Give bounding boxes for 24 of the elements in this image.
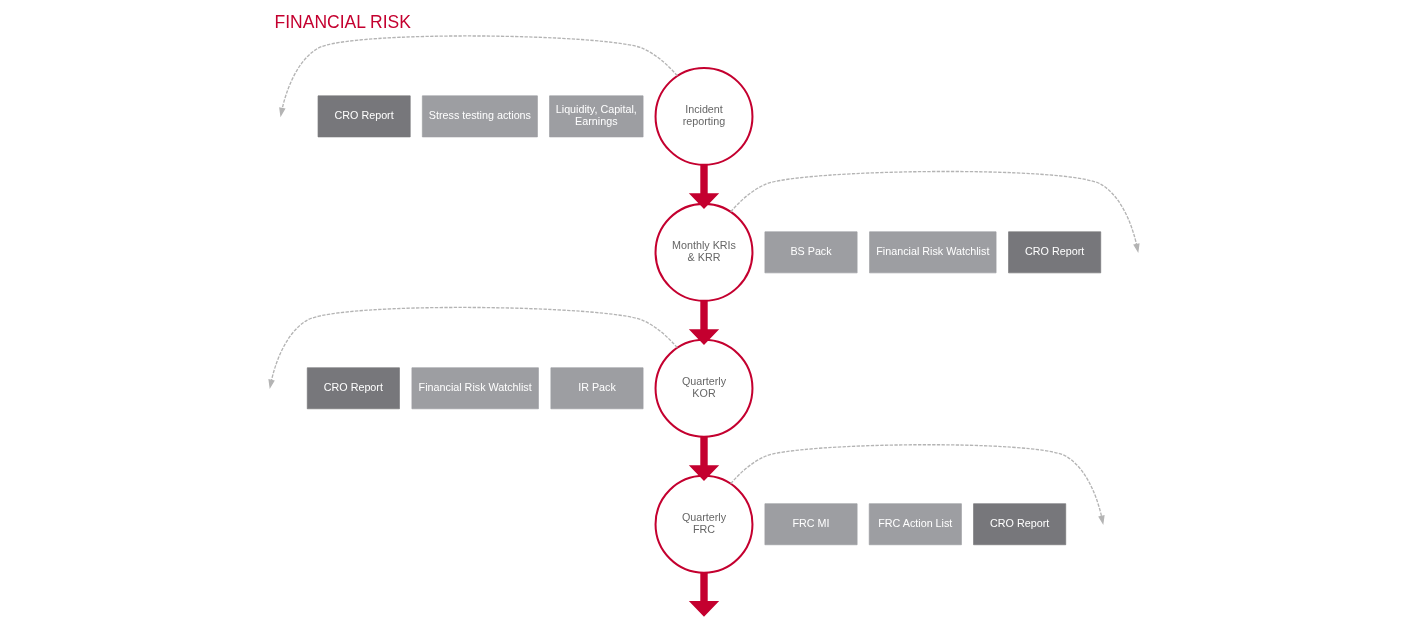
arrow [688, 164, 719, 210]
node-circle: Incident reporting [654, 66, 753, 166]
node-box: CRO Report [317, 95, 411, 138]
node-circle: Quarterly FRC [654, 474, 753, 574]
node-box: Financial Risk Watchlist [868, 231, 996, 274]
arrow [688, 436, 719, 481]
node-circle: Quarterly KOR [654, 338, 753, 438]
node-box: FRC MI [764, 503, 857, 546]
node-box: BS Pack [764, 231, 857, 274]
node-box: CRO Report [972, 503, 1066, 546]
diagram-title: FINANCIAL RISK [274, 11, 411, 32]
node-box: CRO Report [1007, 231, 1101, 274]
node-box: CRO Report [306, 367, 400, 410]
arrow [688, 300, 719, 346]
arrow [729, 170, 1140, 254]
node-box: Financial Risk Watchlist [411, 367, 539, 410]
node-box: FRC Action List [868, 503, 962, 546]
arrow [278, 35, 678, 118]
node-box: IR Pack [550, 367, 643, 410]
arrow [267, 306, 678, 390]
arrow [729, 444, 1105, 525]
node-box: Liquidity, Capital, Earnings [548, 95, 643, 138]
node-box: Stress testing actions [421, 95, 538, 138]
node-circle: Monthly KRIs & KRR [654, 202, 753, 302]
